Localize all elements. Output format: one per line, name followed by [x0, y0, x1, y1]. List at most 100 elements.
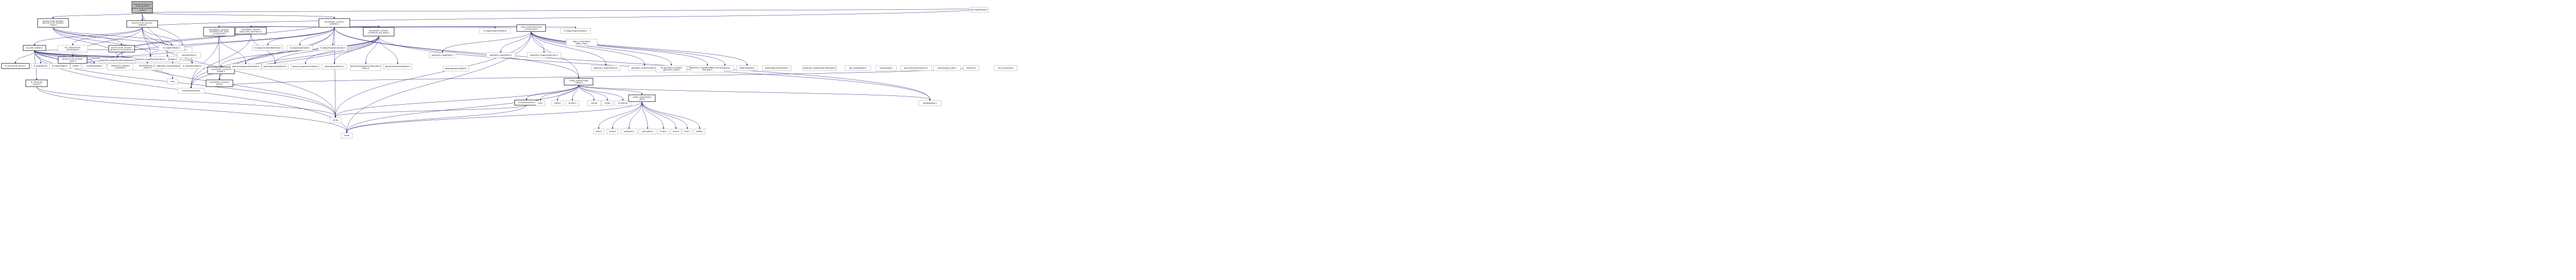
- edge-ff-util-nodelet-to-ff-util-ff-names: [14, 50, 35, 64]
- graph-node-limits: limits.h: [657, 128, 670, 135]
- edge-config-reader-to-vector: [346, 85, 579, 134]
- node-box: [844, 65, 871, 71]
- node-box: [655, 65, 687, 73]
- graph-node-diag-pub: diagnostic_updater/publisher.h: [107, 63, 134, 71]
- edge-gtl-node-h-to-geo-transform: [53, 27, 118, 58]
- graph-node-loc-common-cns[interactable]: localization_common/combined_nav_state.h: [363, 27, 395, 37]
- graph-node-cstring: cstring: [587, 100, 601, 106]
- node-label: tf2_geometry_msgs/tf2: [660, 67, 682, 69]
- node-label: cstring: [591, 102, 597, 104]
- node-label: _macros.h: [142, 67, 152, 69]
- graph-node-watch-files[interactable]: config_reader/watch_files.h: [628, 94, 656, 102]
- node-box: [486, 52, 516, 58]
- graph-node-ff-util-nodelet[interactable]: ff_util/ff_nodelet.h: [23, 45, 46, 51]
- node-label: ff_msgs/Heartbeat.h: [183, 65, 202, 67]
- node-label: geometry_msgs/Vector3Stamped.h: [803, 67, 836, 69]
- node-label: ros/subscriber.h: [182, 54, 197, 56]
- graph-node-geo-pose-stamped: geometry_msgs/PoseStamped.h: [132, 56, 169, 62]
- edge-root-to-loc-common-utils: [142, 12, 335, 19]
- node-box: [82, 63, 107, 69]
- node-label: ff_msgs/Trigger.h: [52, 65, 68, 67]
- graph-node-root[interactable]: localization/ground_truth_localizer/grou…: [131, 1, 153, 13]
- graph-node-gtl-gtl[interactable]: ground_truth_localizer/ground_truth_loca…: [108, 45, 135, 53]
- node-box: [900, 65, 932, 71]
- node-box: [230, 63, 262, 70]
- node-label: _geometry_msgs.h: [662, 69, 680, 71]
- graph-node-gtl-node-h[interactable]: ground_truth_localizer/ground_truth_loca…: [37, 18, 69, 28]
- graph-node-gtl-base[interactable]: ground_truth_localizer_base.h: [58, 56, 88, 64]
- graph-node-gtsam-pose3: gtsam/geometry/Pose3.h: [261, 63, 289, 70]
- graph-node-ff-common-utils[interactable]: ff_common/utils.h: [514, 100, 539, 106]
- graph-node-gtl-nodelet[interactable]: ground_truth_localizer_nodelet.h: [126, 20, 158, 28]
- node-label: msg_conversions/msg: [521, 26, 541, 28]
- node-box: [933, 65, 961, 71]
- graph-node-sys-types: sys/types.h: [620, 128, 638, 135]
- node-box: [329, 117, 342, 123]
- graph-node-ff-msgs-graph-vio: ff_msgs/GraphVIOState.h: [479, 28, 511, 34]
- node-box: [1, 63, 30, 69]
- graph-node-loc-common-tsd[interactable]: localization_common/combined_nav_state_c…: [203, 27, 235, 37]
- node-label: ff_msgs/CombinedNavState.h: [254, 47, 281, 49]
- graph-node-fcntl: fcntl.h: [682, 128, 693, 135]
- edge-root-to-std-msgs-empty: [142, 8, 980, 13]
- graph-node-gtsam-linear: gtsam/linear/NoiseModel.h: [383, 63, 413, 70]
- node-label: _covariances.h: [212, 33, 226, 35]
- node-box: [321, 63, 347, 70]
- node-label: geometry_msgs/Vector3.h: [594, 67, 618, 69]
- node-label: _node.h: [49, 24, 57, 26]
- node-box: [126, 20, 158, 28]
- graph-node-ff-msgs-hb: ff_msgs/Heartbeat.h: [180, 63, 205, 69]
- node-box: [638, 128, 657, 135]
- graph-node-geo-pose-cov: geometry_msgs/PoseWithCovarianceStamped.…: [690, 65, 725, 73]
- node-label: sys/types.h: [624, 130, 634, 133]
- node-label: _node.h: [138, 9, 146, 11]
- edge-config-reader-to-lauxlib: [571, 85, 579, 101]
- node-label: gtsam/navigation/CombinedImu: [351, 65, 381, 68]
- node-label: map: [171, 80, 175, 83]
- graph-node-msg-conv[interactable]: msg_conversions/msg_conversions.h: [516, 24, 546, 32]
- node-label: gtsam/navigation/NavState.h: [232, 65, 260, 68]
- node-label: ff_msgs/VisualLandmarks.h: [320, 47, 345, 49]
- graph-node-boost-opt: boost/optional.hpp: [177, 88, 205, 94]
- graph-node-loc-common-utils[interactable]: localization_common/utilities.h: [318, 18, 350, 28]
- node-label: gtsam/geometry/Rot3.h: [445, 68, 467, 70]
- graph-node-std-msgs-empty: std_msgs/Empty.h: [969, 7, 989, 13]
- node-box: [25, 79, 48, 87]
- node-box: [762, 65, 792, 71]
- node-box: [802, 65, 837, 71]
- graph-node-ff-util-ff-names[interactable]: ff_common/ff_names.h: [1, 63, 30, 69]
- include-dependency-graph: localization/ground_truth_localizer/grou…: [1, 1, 1018, 139]
- node-box: [57, 45, 88, 53]
- graph-node-nodelet-h: nodelet/nodelet.h: [82, 63, 107, 69]
- graph-node-gtsam-rot: gtsam/geometry/Rot3.h: [443, 65, 469, 72]
- graph-node-geo-quat: geometry_msgs/Quaternion.h: [527, 52, 562, 58]
- node-label: localization_common: [369, 30, 388, 32]
- node-label: /ground_truth_localizer: [42, 22, 64, 24]
- edge-msg-conv-to-geo-point: [500, 31, 532, 53]
- graph-node-loc-common-time[interactable]: localization_common/time.h: [206, 79, 233, 87]
- graph-node-gtsam-point3: gtsam/geometry/Point3.h: [762, 65, 792, 71]
- node-box: [23, 45, 46, 51]
- node-label: lualib.h: [554, 102, 561, 104]
- graph-node-std-msgs-header: std_msgs/Header.h: [844, 65, 871, 71]
- node-label: std_msgs/Header.h: [849, 67, 867, 69]
- graph-node-ff-msgs-pose: ff_msgs/EkfState.h: [158, 45, 185, 51]
- graph-node-ff-util-config[interactable]: ff_util/config_server.h: [25, 79, 48, 87]
- node-box: [587, 100, 601, 106]
- edge-watch-files-to-vector: [346, 101, 642, 134]
- node-label: /combined_nav_state: [209, 31, 229, 33]
- edge-gtl-nodelet-to-string: [142, 27, 336, 118]
- node-label: config_reader/watch: [633, 96, 652, 98]
- edge-gtl-nodelet-to-ros-h: [142, 27, 184, 48]
- node-label: /logger.h: [217, 71, 225, 73]
- graph-node-functional: functional: [614, 100, 632, 106]
- node-box: [565, 100, 580, 106]
- node-label: ground_truth_localizer: [132, 7, 153, 9]
- node-label: ros/time.h: [967, 67, 976, 69]
- graph-node-gtsam-imu: gtsam/navigation/ImuBias.h: [291, 63, 320, 70]
- node-label: localization_common: [209, 29, 229, 31]
- node-label: geometry_msgs/PoseWithCovariance: [690, 67, 725, 69]
- graph-node-loc-common-logger[interactable]: localization_common/logger.h: [207, 67, 235, 74]
- graph-node-config-reader[interactable]: config_reader/config_reader.h: [564, 78, 594, 86]
- graph-node-loc-common-tsdp[interactable]: localization_common/pose_with_covariance…: [235, 27, 267, 35]
